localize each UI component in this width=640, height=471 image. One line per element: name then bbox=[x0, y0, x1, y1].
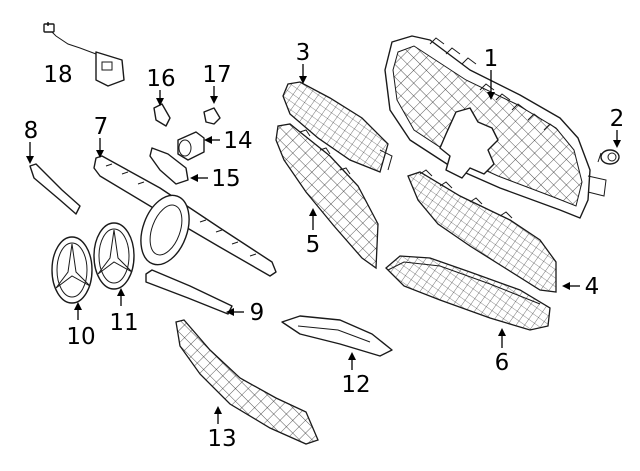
callout-10: 10 bbox=[66, 324, 95, 350]
callout-17: 17 bbox=[202, 62, 231, 88]
callout-4: 4 bbox=[585, 274, 600, 300]
callout-12: 12 bbox=[341, 372, 370, 398]
callout-7: 7 bbox=[94, 114, 109, 140]
part-12-side-trim bbox=[281, 315, 393, 357]
callout-9: 9 bbox=[250, 300, 265, 326]
part-8-left-trim bbox=[29, 163, 81, 215]
part-6-bottom-trim bbox=[385, 255, 551, 331]
part-15-bracket bbox=[149, 147, 189, 185]
part-2-sensor bbox=[597, 149, 620, 165]
part-11-emblem bbox=[93, 222, 135, 290]
part-7-star-bracket bbox=[93, 155, 277, 277]
part-16-clip bbox=[153, 103, 171, 127]
callout-16: 16 bbox=[146, 66, 175, 92]
callout-6: 6 bbox=[495, 350, 510, 376]
part-1-grille-frame bbox=[384, 35, 607, 219]
callout-5: 5 bbox=[306, 232, 321, 258]
callout-15: 15 bbox=[211, 166, 240, 192]
callout-14: 14 bbox=[223, 128, 252, 154]
callout-8: 8 bbox=[24, 118, 39, 144]
part-9-lower-trim bbox=[145, 269, 233, 315]
callout-18: 18 bbox=[43, 62, 72, 88]
part-3-upper-insert bbox=[282, 81, 393, 173]
callout-13: 13 bbox=[207, 426, 236, 452]
part-13-lower-bumper-grille bbox=[175, 319, 319, 445]
part-5-mid-insert bbox=[275, 123, 379, 270]
callout-2: 2 bbox=[610, 106, 625, 132]
part-18-wiring-harness bbox=[43, 23, 125, 87]
leader-arrows bbox=[26, 22, 621, 424]
part-14-sensor-unit bbox=[177, 131, 205, 161]
callout-3: 3 bbox=[296, 40, 311, 66]
part-17-clip bbox=[203, 107, 221, 125]
callout-11: 11 bbox=[109, 310, 138, 336]
part-4-lower-grille bbox=[407, 169, 557, 293]
callout-1: 1 bbox=[484, 46, 499, 72]
part-10-emblem bbox=[51, 236, 93, 304]
